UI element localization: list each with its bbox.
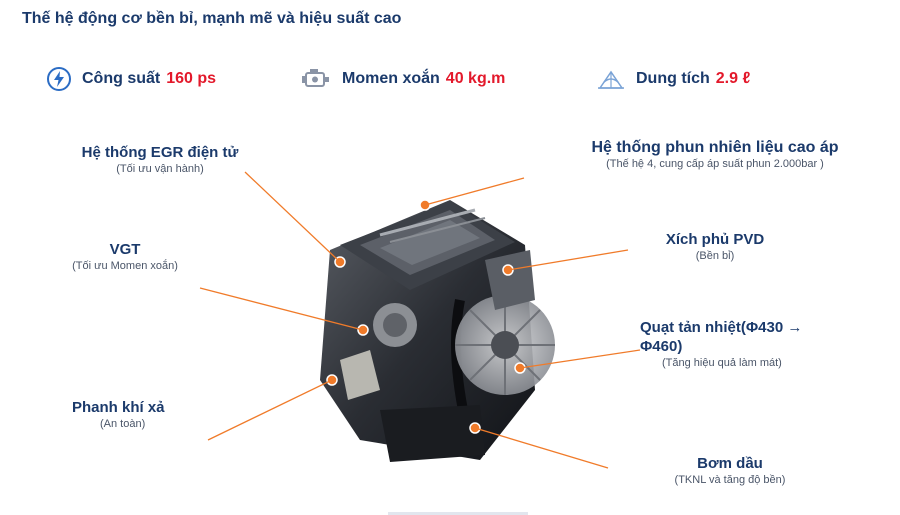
engine-illustration: [320, 199, 555, 462]
callout-fan-title: Quạt tản nhiệt(Φ430 → Φ460): [640, 319, 803, 355]
callout-vgt-sub: (Tối ưu Momen xoắn): [72, 260, 178, 272]
callout-fan: Quạt tản nhiệt(Φ430 → Φ460) (Tăng hiệu q…: [640, 318, 845, 371]
spec-torque-label: Momen xoắn: [342, 70, 440, 87]
page-title: Thế hệ động cơ bền bỉ, mạnh mẽ và hiệu s…: [22, 10, 402, 27]
spec-torque: Momen xoắn 40 kg.m: [300, 62, 505, 96]
spec-power-label: Công suất: [82, 70, 161, 87]
callout-pump-title: Bơm dầu: [697, 455, 763, 472]
leader-brake: [207, 379, 333, 441]
power-icon: [47, 67, 71, 91]
callout-pvd-title: Xích phủ PVD: [665, 231, 765, 248]
leader-pump: [474, 427, 609, 469]
leader-vgt: [199, 287, 364, 331]
callout-pump: Bơm dầu (TKNL và tăng độ bền): [640, 454, 820, 488]
callout-pvd: Xích phủ PVD (Bền bỉ): [630, 230, 800, 264]
scroll-indicator: [388, 512, 528, 515]
callout-fan-sub: (Tăng hiệu quả làm mát): [662, 357, 782, 369]
callout-brake-sub: (An toàn): [100, 418, 146, 430]
callout-vgt-title: VGT: [109, 241, 141, 258]
spec-torque-value: 40 kg.m: [445, 70, 506, 87]
callout-pump-sub: (TKNL và tăng độ bền): [674, 474, 786, 486]
engine-image: [300, 190, 570, 470]
spec-power: Công suất 160 ps: [46, 62, 216, 96]
spec-capacity-value: 2.9 ℓ: [715, 70, 751, 87]
callout-injection-title: Hệ thống phun nhiên liệu cao áp: [591, 139, 839, 156]
engine-icon: [302, 69, 329, 87]
callout-pvd-sub: (Bền bỉ): [695, 250, 735, 262]
leader-pvd: [507, 249, 629, 271]
callout-vgt: VGT (Tối ưu Momen xoắn): [30, 240, 220, 274]
callout-injection-sub: (Thế hệ 4, cung cấp áp suất phun 2.000ba…: [606, 158, 824, 170]
spec-capacity-label: Dung tích: [636, 70, 710, 87]
spec-bar: Công suất 160 ps Momen xoắn 40 kg.m Dung…: [0, 62, 900, 96]
callout-egr: Hệ thống EGR điện tử (Tối ưu vận hành): [40, 143, 280, 177]
leader-egr: [244, 171, 341, 263]
callout-brake: Phanh khí xả (An toàn): [72, 398, 182, 432]
callout-egr-sub: (Tối ưu vận hành): [116, 163, 204, 175]
leader-fan: [519, 349, 641, 369]
spec-capacity: Dung tích 2.9 ℓ: [596, 62, 750, 96]
callout-injection: Hệ thống phun nhiên liệu cao áp (Thế hệ …: [540, 138, 890, 172]
callout-egr-title: Hệ thống EGR điện tử: [81, 144, 239, 161]
callout-brake-title: Phanh khí xả: [72, 399, 165, 416]
leader-injection: [424, 177, 525, 206]
spec-power-value: 160 ps: [166, 70, 217, 87]
capacity-icon: [598, 70, 624, 89]
